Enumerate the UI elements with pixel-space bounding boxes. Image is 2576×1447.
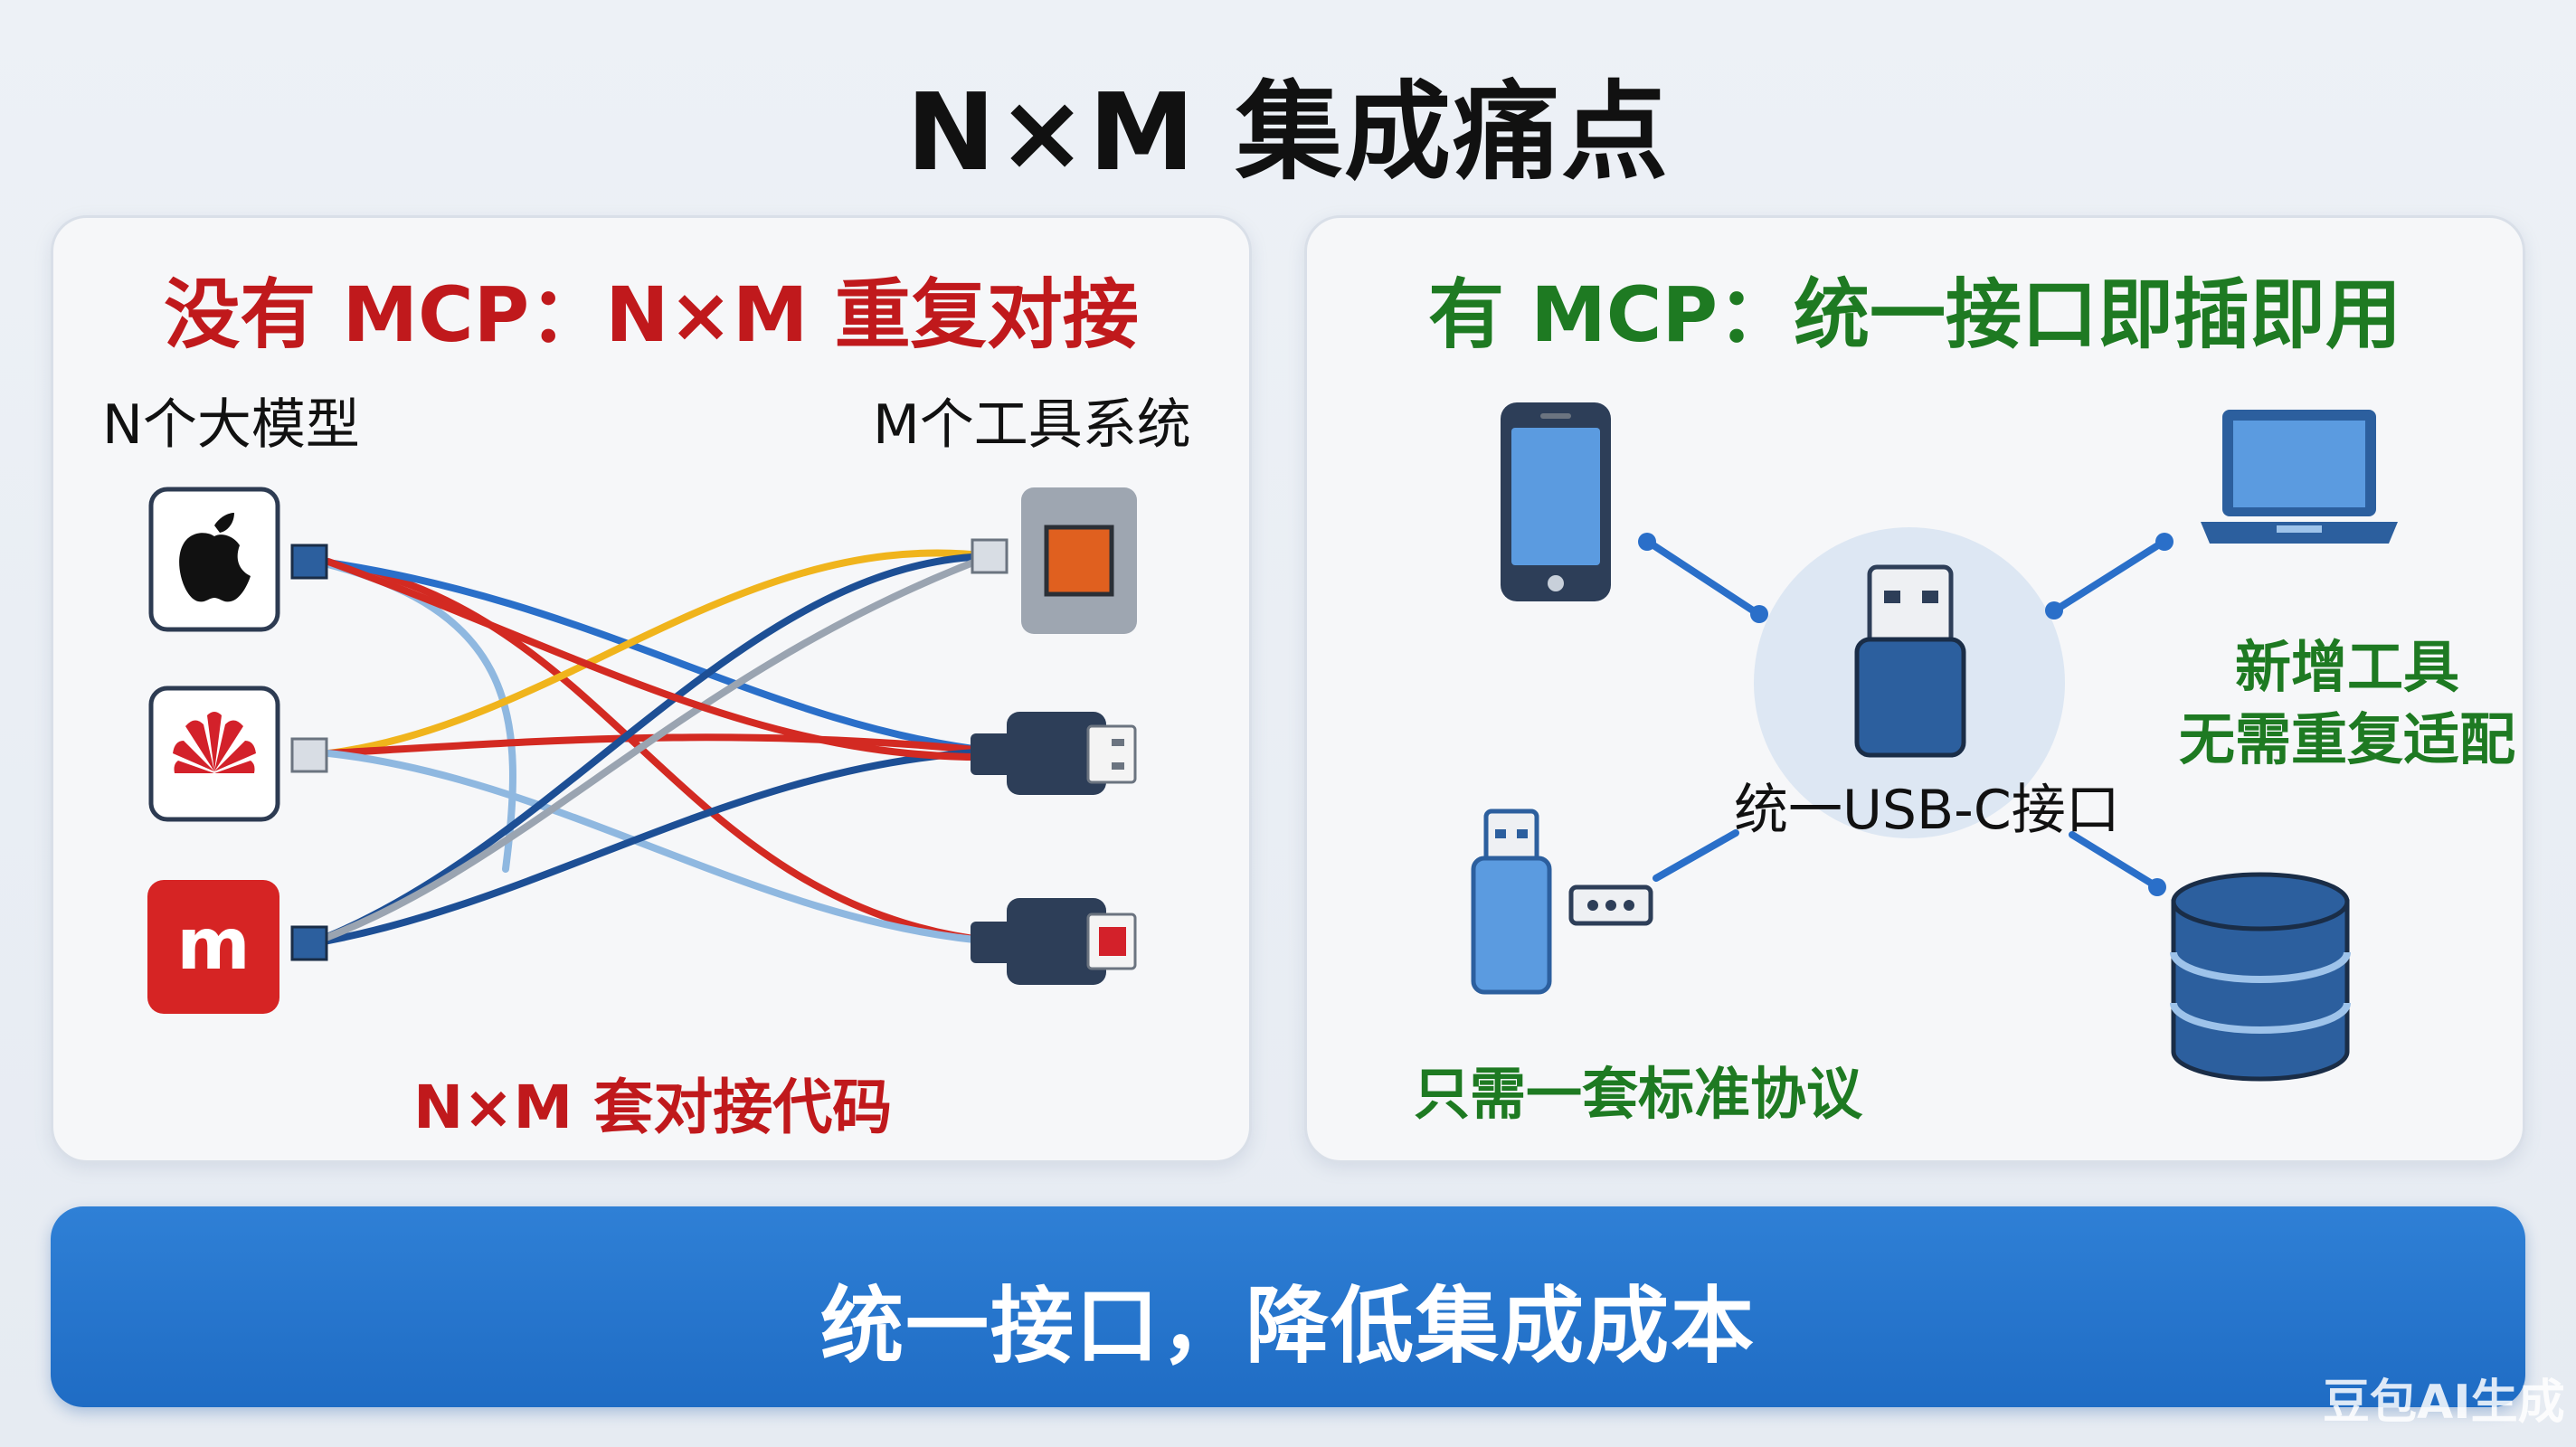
without-mcp-heading: 没有 MCP：N×M 重复对接 <box>164 270 1139 359</box>
model-connector-1 <box>290 544 328 580</box>
summary-text: 统一接口，降低集成成本 <box>819 1278 1756 1375</box>
hub-diagram <box>1471 402 2398 1082</box>
watermark: 豆包AI生成 <box>2323 1376 2565 1430</box>
page-title: N×M 集成痛点 <box>905 70 1671 194</box>
smartphone-icon <box>1501 402 1611 601</box>
wire-huawei-to-usb1 <box>325 733 998 757</box>
without-mcp-panel: 没有 MCP：N×M 重复对接 N个大模型 M个工具系统 <box>51 215 1252 1163</box>
hub-label: 统一USB-C接口 <box>1734 779 2120 842</box>
protocol-note: 只需一套标准协议 <box>1414 1061 1863 1127</box>
models-label: N个大模型 <box>102 393 360 457</box>
huawei-logo-icon <box>148 686 280 822</box>
new-tool-note-line2: 无需重复适配 <box>2178 706 2515 772</box>
model-connector-2 <box>290 737 328 773</box>
tools-label: M个工具系统 <box>873 393 1191 457</box>
wire-apple-to-usb2 <box>305 556 998 945</box>
usb-plug-icon <box>971 712 1137 795</box>
laptop-icon <box>2201 410 2398 544</box>
tool-connector-chip <box>971 538 1009 574</box>
new-tool-note-line1: 新增工具 <box>2234 634 2459 700</box>
with-mcp-heading: 有 MCP：统一接口即插即用 <box>1427 270 2402 359</box>
apple-logo-icon <box>148 487 280 632</box>
chip-icon <box>1021 487 1137 634</box>
svg-text:m: m <box>176 904 250 986</box>
link-database <box>2069 831 2155 887</box>
link-laptop <box>2054 540 2164 612</box>
database-icon <box>2170 872 2351 1082</box>
wire-red-cross <box>325 558 998 761</box>
with-mcp-panel: 有 MCP：统一接口即插即用 <box>1304 215 2525 1163</box>
wire-apple-to-usb1 <box>305 556 998 755</box>
wire-huawei-to-chip <box>325 549 993 757</box>
summary-banner: 统一接口，降低集成成本 <box>51 1206 2525 1407</box>
wiring-diagram: m <box>147 487 1137 1014</box>
model-connector-3 <box>290 925 328 961</box>
usb-c-connector-icon <box>1854 564 1966 758</box>
wire-xiaomi-to-usb1 <box>305 748 998 948</box>
link-usb-drive <box>1653 829 1739 882</box>
wire-xiaomi-grey <box>305 553 993 948</box>
nxm-code-note: N×M 套对接代码 <box>413 1073 893 1142</box>
wire-huawei-to-usb2 <box>325 750 998 945</box>
link-phone <box>1647 540 1759 616</box>
xiaomi-logo-icon: m <box>147 880 279 1014</box>
usb-plug-icon <box>971 898 1137 985</box>
usb-drive-icon <box>1471 809 1653 995</box>
